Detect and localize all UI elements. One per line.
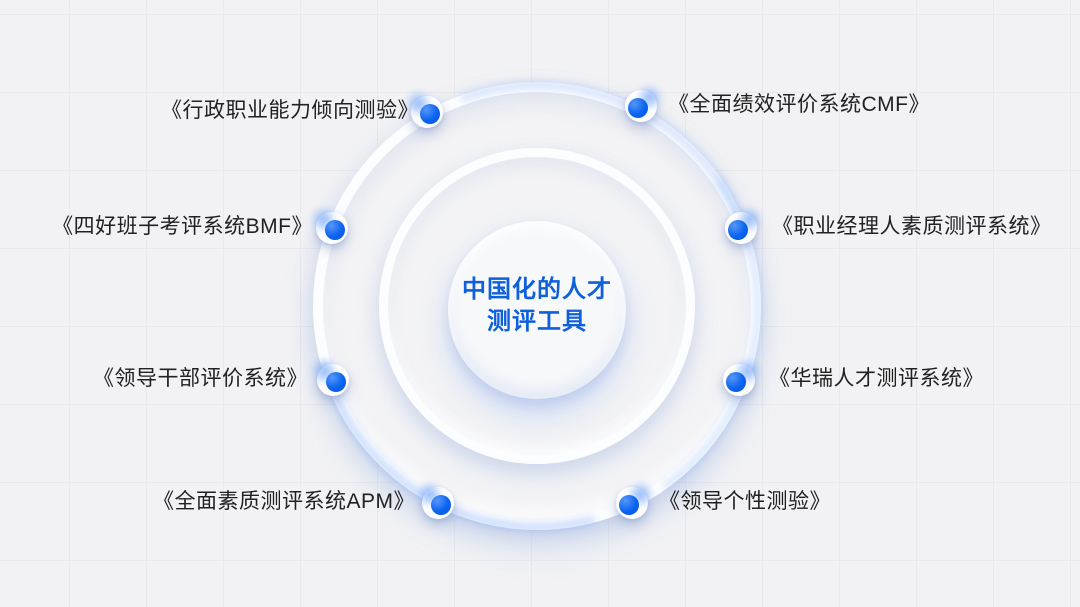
label-overall-quality-apm: 《全面素质测评系统APM》 [152,490,415,513]
dot-core [726,372,746,392]
dot-core [728,220,748,240]
dot-leading-cadre-evaluation [311,357,355,401]
dot-core [628,98,648,118]
label-leading-cadre-evaluation: 《领导干部评价系统》 [93,367,308,390]
dot-admin-occupational-aptitude-test [405,89,449,133]
label-leadership-personality-test: 《领导个性测验》 [659,490,831,513]
middle-ring-circle [379,148,695,464]
dot-overall-quality-apm [416,480,460,524]
dot-professional-manager-quality [719,205,763,249]
dot-core [619,495,639,515]
dot-leadership-personality-test [610,480,654,524]
dot-core [325,220,345,240]
diagram-title-line2: 测评工具 [487,308,587,335]
label-professional-manager-quality: 《职业经理人素质测评系统》 [772,215,1052,238]
label-admin-occupational-aptitude-test: 《行政职业能力倾向测验》 [161,99,419,122]
dot-core [326,372,346,392]
diagram-title-line1: 中国化的人才 [462,276,612,303]
label-huarui-talent-assessment: 《华瑞人才测评系统》 [769,367,984,390]
dot-core [431,495,451,515]
dot-overall-performance-cmf [619,83,663,127]
center-disk: 中国化的人才 测评工具 [448,221,626,399]
dot-sihao-banzi-bmf [310,205,354,249]
dot-core [420,104,440,124]
label-overall-performance-cmf: 《全面绩效评价系统CMF》 [668,93,930,116]
label-sihao-banzi-bmf: 《四好班子考评系统BMF》 [52,215,313,238]
dot-huarui-talent-assessment [717,357,761,401]
